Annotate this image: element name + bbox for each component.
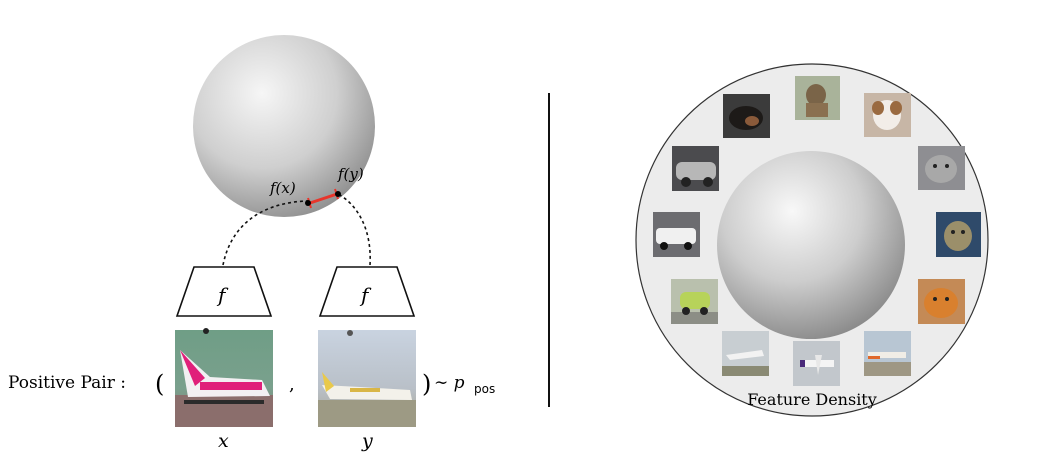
airplane-thumbnail: [864, 331, 911, 376]
positive-pair-label: Positive Pair :: [8, 373, 126, 393]
pair-comma: ,: [289, 374, 295, 395]
alignment-segment: [309, 192, 338, 205]
dog-thumbnail: [795, 76, 840, 120]
dog-thumbnail: [723, 94, 770, 138]
airplane-thumbnail: [793, 341, 840, 386]
point-fx: [305, 200, 311, 206]
left-panel: f(x) f(y) f f Positive Pair : (: [8, 35, 495, 452]
airplane-thumbnail: [722, 331, 769, 376]
cat-thumbnail: [918, 146, 965, 190]
encoder-x: [175, 266, 273, 317]
dog-thumbnail: [864, 93, 911, 137]
right-panel: Feature Density: [635, 63, 989, 417]
image-x-label: x: [218, 430, 229, 452]
distribution-subscript: pos: [474, 382, 495, 396]
car-thumbnail: [672, 146, 719, 191]
car-thumbnail: [653, 212, 700, 257]
close-paren: ): [422, 370, 431, 398]
cat-thumbnail: [918, 279, 965, 324]
car-thumbnail: [671, 279, 718, 324]
feature-density-caption: Feature Density: [747, 390, 877, 409]
mapping-curve-y: [337, 193, 371, 266]
cat-thumbnail: [936, 212, 981, 257]
encoder-y: [318, 266, 416, 317]
feature-sphere: [717, 151, 905, 339]
mapping-curve-x: [222, 200, 309, 266]
image-x-airplane: [175, 328, 273, 427]
image-y-airplane: [318, 330, 416, 427]
label-fy: f(y): [337, 165, 364, 183]
hypersphere: [193, 35, 375, 217]
distribution-symbol: ∼ p: [434, 373, 465, 393]
label-fx: f(x): [269, 179, 296, 197]
point-fy: [335, 191, 341, 197]
open-paren: (: [155, 370, 164, 398]
image-y-label: y: [361, 430, 373, 452]
